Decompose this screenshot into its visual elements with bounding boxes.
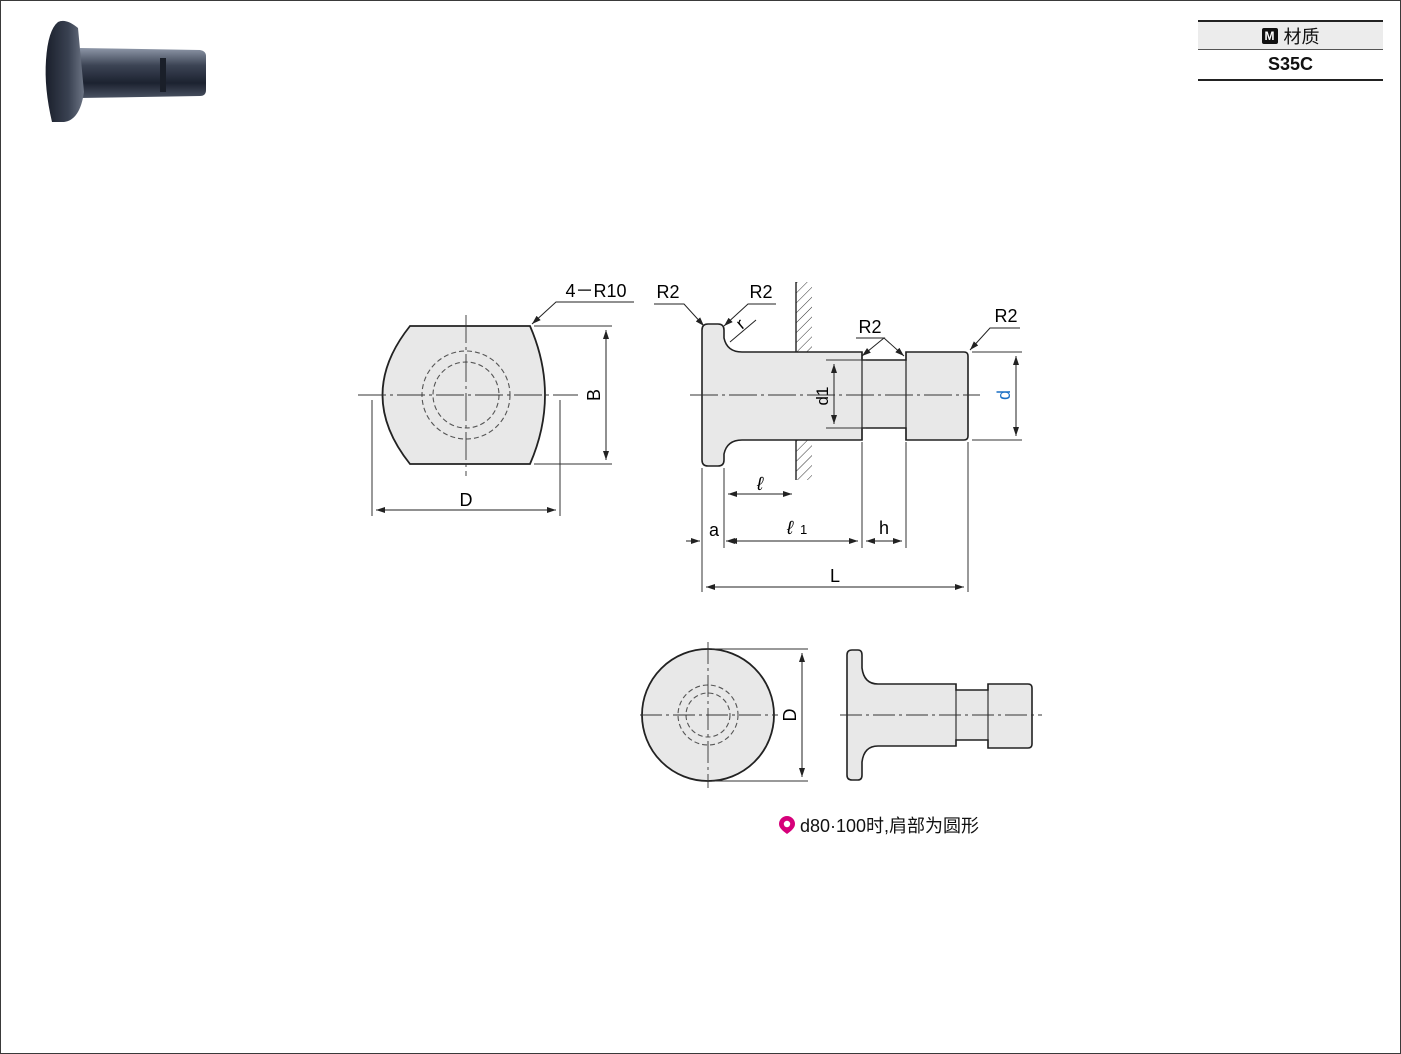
note: d80·100时,肩部为圆形	[778, 812, 979, 838]
dim-h-label: h	[879, 518, 889, 538]
round-view: D	[640, 642, 1042, 788]
material-table: M 材质 S35C	[1198, 20, 1383, 81]
note-text: d80·100时,肩部为圆形	[800, 816, 980, 836]
product-photo	[45, 20, 206, 122]
dim-d-label: D	[460, 490, 473, 510]
dim-d1-label: d1	[813, 387, 832, 406]
dim-round-d-label: D	[780, 709, 800, 722]
material-value: S35C	[1267, 54, 1314, 74]
dim-l1-label: ℓ	[786, 518, 794, 539]
pin-icon	[779, 816, 795, 834]
dim-a-label: a	[709, 520, 720, 540]
r2-label-3: R2	[858, 317, 881, 337]
r2-label-4: R2	[994, 306, 1017, 326]
dim-l1-sub: 1	[800, 522, 807, 537]
r2-label-1: R2	[656, 282, 679, 302]
dim-b-label: B	[584, 389, 604, 401]
corner-radius-label: 4－R10	[565, 281, 626, 301]
dim-l-label: ℓ	[756, 474, 764, 495]
dim-d-side-label: d	[994, 390, 1014, 400]
material-icon: M	[1261, 27, 1278, 44]
side-view: R2 R2 r R2 R2 d1 d ℓ a	[654, 282, 1022, 592]
radius-r-label: r	[732, 314, 749, 332]
front-view: B D 4－R10	[358, 281, 634, 516]
dim-l-total-label: L	[830, 566, 840, 586]
material-header-label: 材质	[1283, 26, 1320, 47]
material-header: M 材质	[1198, 22, 1383, 50]
r2-label-2: R2	[749, 282, 772, 302]
